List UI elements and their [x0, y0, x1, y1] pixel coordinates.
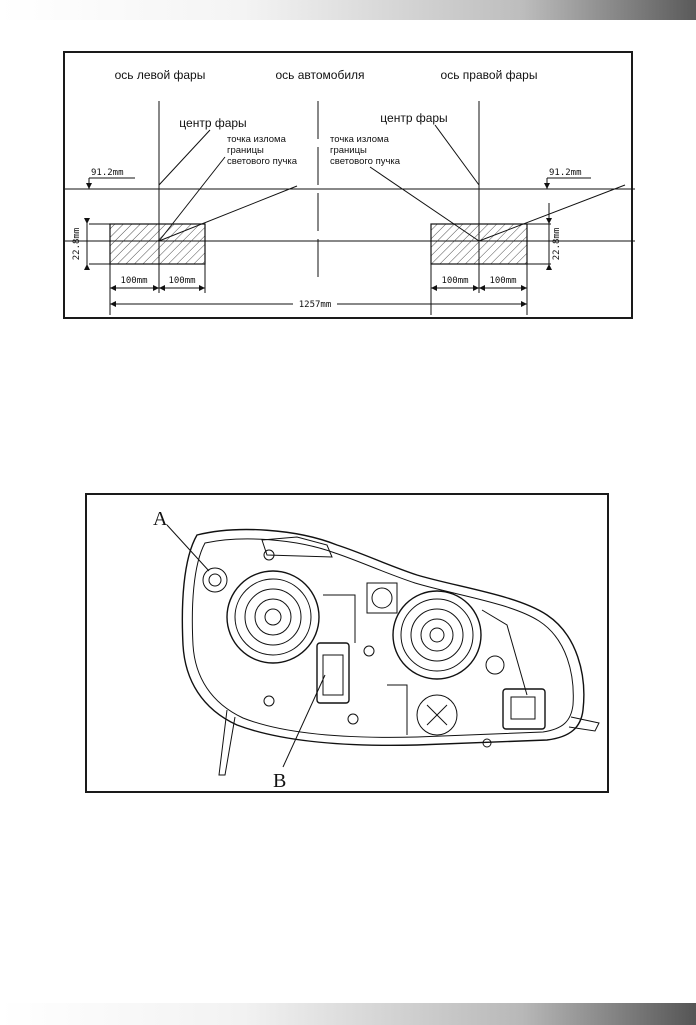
screw-boss [482, 738, 492, 748]
housing-outline [181, 528, 585, 747]
aiming-diagram-svg: ось левой фары ось автомобиля ось правой… [65, 68, 635, 315]
mounting-tab-right [568, 716, 600, 732]
headlight-aiming-diagram: ось левой фары ось автомобиля ось правой… [63, 51, 635, 319]
axis-left-headlight-label: ось левой фары [115, 68, 206, 82]
leader-center-left [158, 129, 211, 186]
leader-cutoff-left [158, 156, 226, 242]
mounting-tab-left [218, 709, 236, 776]
right-lamp-cap [420, 618, 454, 652]
dim-91-left-label: 91.2mm [91, 168, 124, 178]
left-lamp-cap [254, 598, 292, 636]
leader-cutoff-right [369, 166, 480, 242]
left-beam-cutoff [158, 185, 298, 242]
small-round-plug [485, 655, 505, 675]
cutoff-point-left-line2: границы [227, 145, 264, 156]
right-lamp-outer [392, 590, 482, 680]
bottom-bulb-holder [416, 694, 458, 736]
headlight-center-left-label: центр фары [179, 116, 246, 130]
dim-22-right-label: 22.8mm [552, 228, 562, 261]
headlight-center-right-label: центр фары [380, 111, 447, 125]
axis-right-headlight-label: ось правой фары [441, 68, 538, 82]
adjuster-b-housing [316, 642, 350, 704]
adjuster-a-outer [202, 567, 228, 593]
screw-boss [347, 713, 359, 725]
cutoff-point-left-line1: точка излома [227, 134, 287, 145]
square-connector [502, 688, 546, 730]
headlight-drawing-svg: A B [153, 508, 600, 792]
callout-b: B [273, 770, 286, 792]
housing-inner-outline [191, 538, 574, 738]
small-socket-frame [366, 582, 398, 614]
cutoff-point-right-line3: светового пучка [330, 156, 401, 167]
dim-22-left-label: 22.8mm [72, 228, 82, 261]
small-socket [371, 587, 393, 609]
callout-a: A [153, 508, 168, 530]
dim-100-left-a: 100mm [120, 276, 147, 286]
dim-100-left-b: 100mm [168, 276, 195, 286]
left-hatched-zone [109, 223, 206, 265]
bottom-gradient-band [0, 1003, 696, 1025]
right-hatched-zone [430, 223, 528, 265]
axis-vehicle-label: ось автомобиля [275, 68, 364, 82]
cutoff-point-left-line3: светового пучка [227, 156, 298, 167]
callout-b-leader [282, 674, 326, 768]
dim-100-right-a: 100mm [441, 276, 468, 286]
screw-boss [263, 695, 275, 707]
cutoff-point-right-line2: границы [330, 145, 367, 156]
leader-center-right [434, 124, 480, 186]
left-lamp-outer [226, 570, 320, 664]
callout-a-leader [166, 524, 210, 572]
right-beam-cutoff [478, 184, 626, 242]
adjuster-a-inner [208, 573, 222, 587]
dim-100-right-b: 100mm [489, 276, 516, 286]
screw-boss [263, 549, 275, 561]
top-rib [261, 536, 333, 558]
top-gradient-band [0, 0, 696, 20]
dim-91-right-label: 91.2mm [549, 168, 582, 178]
cutoff-point-right-line1: точка излома [330, 134, 390, 145]
headlight-rear-view-diagram: A B [85, 493, 609, 793]
screw-boss [363, 645, 375, 657]
dim-1257-label: 1257mm [299, 300, 332, 310]
